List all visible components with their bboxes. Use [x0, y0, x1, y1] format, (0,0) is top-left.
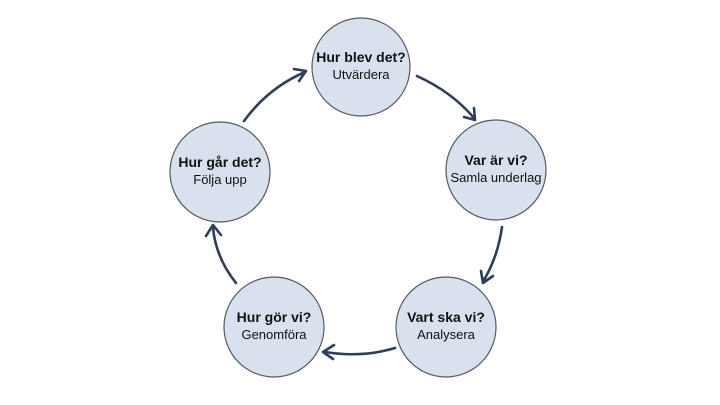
- node-subtitle: Genomföra: [241, 327, 307, 342]
- node-title: Hur blev det?: [316, 49, 405, 65]
- arrow-utvardera-to-samla: [415, 74, 477, 122]
- node-title: Var är vi?: [464, 152, 527, 168]
- node-title: Vart ska vi?: [407, 309, 485, 325]
- cycle-node-folja-upp: Hur går det? Följa upp: [169, 121, 271, 223]
- node-title: Hur gör vi?: [237, 309, 312, 325]
- arrow-samla-to-analysera: [479, 225, 504, 285]
- node-subtitle: Analysera: [417, 327, 476, 342]
- cycle-node-analysera: Vart ska vi? Analysera: [395, 276, 497, 378]
- cycle-node-samla-underlag: Var är vi? Samla underlag: [445, 119, 547, 221]
- node-subtitle: Följa upp: [193, 172, 246, 187]
- node-title: Hur går det?: [178, 154, 261, 170]
- cycle-node-utvardera: Hur blev det? Utvärdera: [311, 17, 411, 117]
- cycle-node-genomfora: Hur gör vi? Genomföra: [223, 276, 325, 378]
- node-subtitle: Samla underlag: [450, 170, 541, 185]
- arrow-genomfora-to-folja: [204, 223, 238, 285]
- arrow-folja-to-utvardera: [242, 67, 308, 123]
- node-subtitle: Utvärdera: [332, 67, 390, 82]
- arrow-analysera-to-genomfora: [321, 343, 397, 361]
